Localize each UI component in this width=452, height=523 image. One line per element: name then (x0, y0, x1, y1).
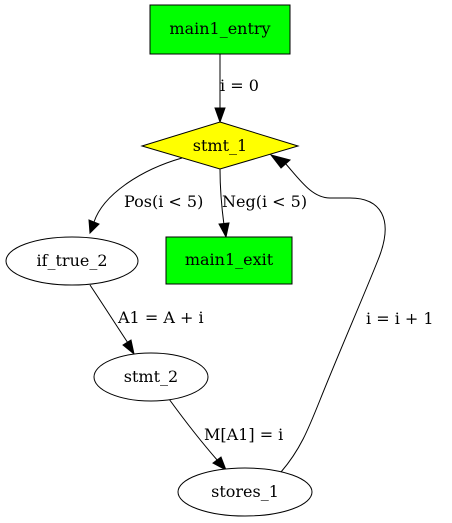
node-ellipse (177, 467, 313, 517)
arrowhead (214, 107, 226, 124)
edge-label-a1-assign: A1 = A + i (117, 308, 204, 327)
node-main1-exit: main1_exit (165, 236, 293, 285)
edge-label-i-equals-0: i = 0 (220, 76, 259, 95)
arrowhead (218, 222, 230, 239)
edge-label-neg: Neg(i < 5) (222, 192, 307, 211)
node-main1-entry: main1_entry (149, 4, 291, 55)
node-ellipse (5, 236, 139, 286)
node-ellipse (93, 352, 209, 402)
node-if-true-2: if_true_2 (5, 236, 139, 286)
edge-labels: i = 0 Pos(i < 5) Neg(i < 5) A1 = A + i M… (117, 76, 434, 444)
arrowhead (269, 154, 292, 169)
node-label: stmt_2 (124, 367, 178, 386)
edge-stmt1-to-if-true-2 (88, 157, 183, 235)
edge-stmt2-to-stores1 (168, 398, 227, 472)
node-label: if_true_2 (36, 251, 107, 270)
edge-line (89, 284, 129, 344)
edges (88, 54, 386, 473)
edge-line (168, 398, 219, 462)
node-stmt-1: stmt_1 (140, 121, 300, 170)
node-stores-1: stores_1 (177, 467, 313, 517)
node-label: main1_exit (185, 250, 274, 269)
arrowhead (88, 219, 100, 235)
arrowhead (122, 339, 135, 356)
node-label: stores_1 (211, 482, 279, 501)
edge-stores1-to-stmt1 (269, 154, 386, 473)
edge-stmt1-to-main1-exit (218, 168, 230, 239)
edge-label-pos: Pos(i < 5) (124, 192, 203, 211)
edge-line (280, 162, 386, 473)
edge-line (93, 157, 183, 223)
edge-entry-to-stmt1 (214, 54, 226, 124)
edge-line (219, 168, 225, 226)
node-label: main1_entry (169, 19, 270, 38)
edge-if-true-2-to-stmt2 (89, 284, 135, 356)
node-stmt-2: stmt_2 (93, 352, 209, 402)
node-label: stmt_1 (193, 136, 247, 155)
edge-label-increment: i = i + 1 (366, 309, 434, 328)
nodes: main1_entry stmt_1 if_true_2 main1_exit … (5, 4, 313, 517)
node-box (149, 4, 291, 55)
arrowhead (212, 456, 227, 472)
node-diamond (140, 121, 300, 170)
node-box (165, 236, 293, 285)
edge-label-store: M[A1] = i (204, 425, 283, 444)
